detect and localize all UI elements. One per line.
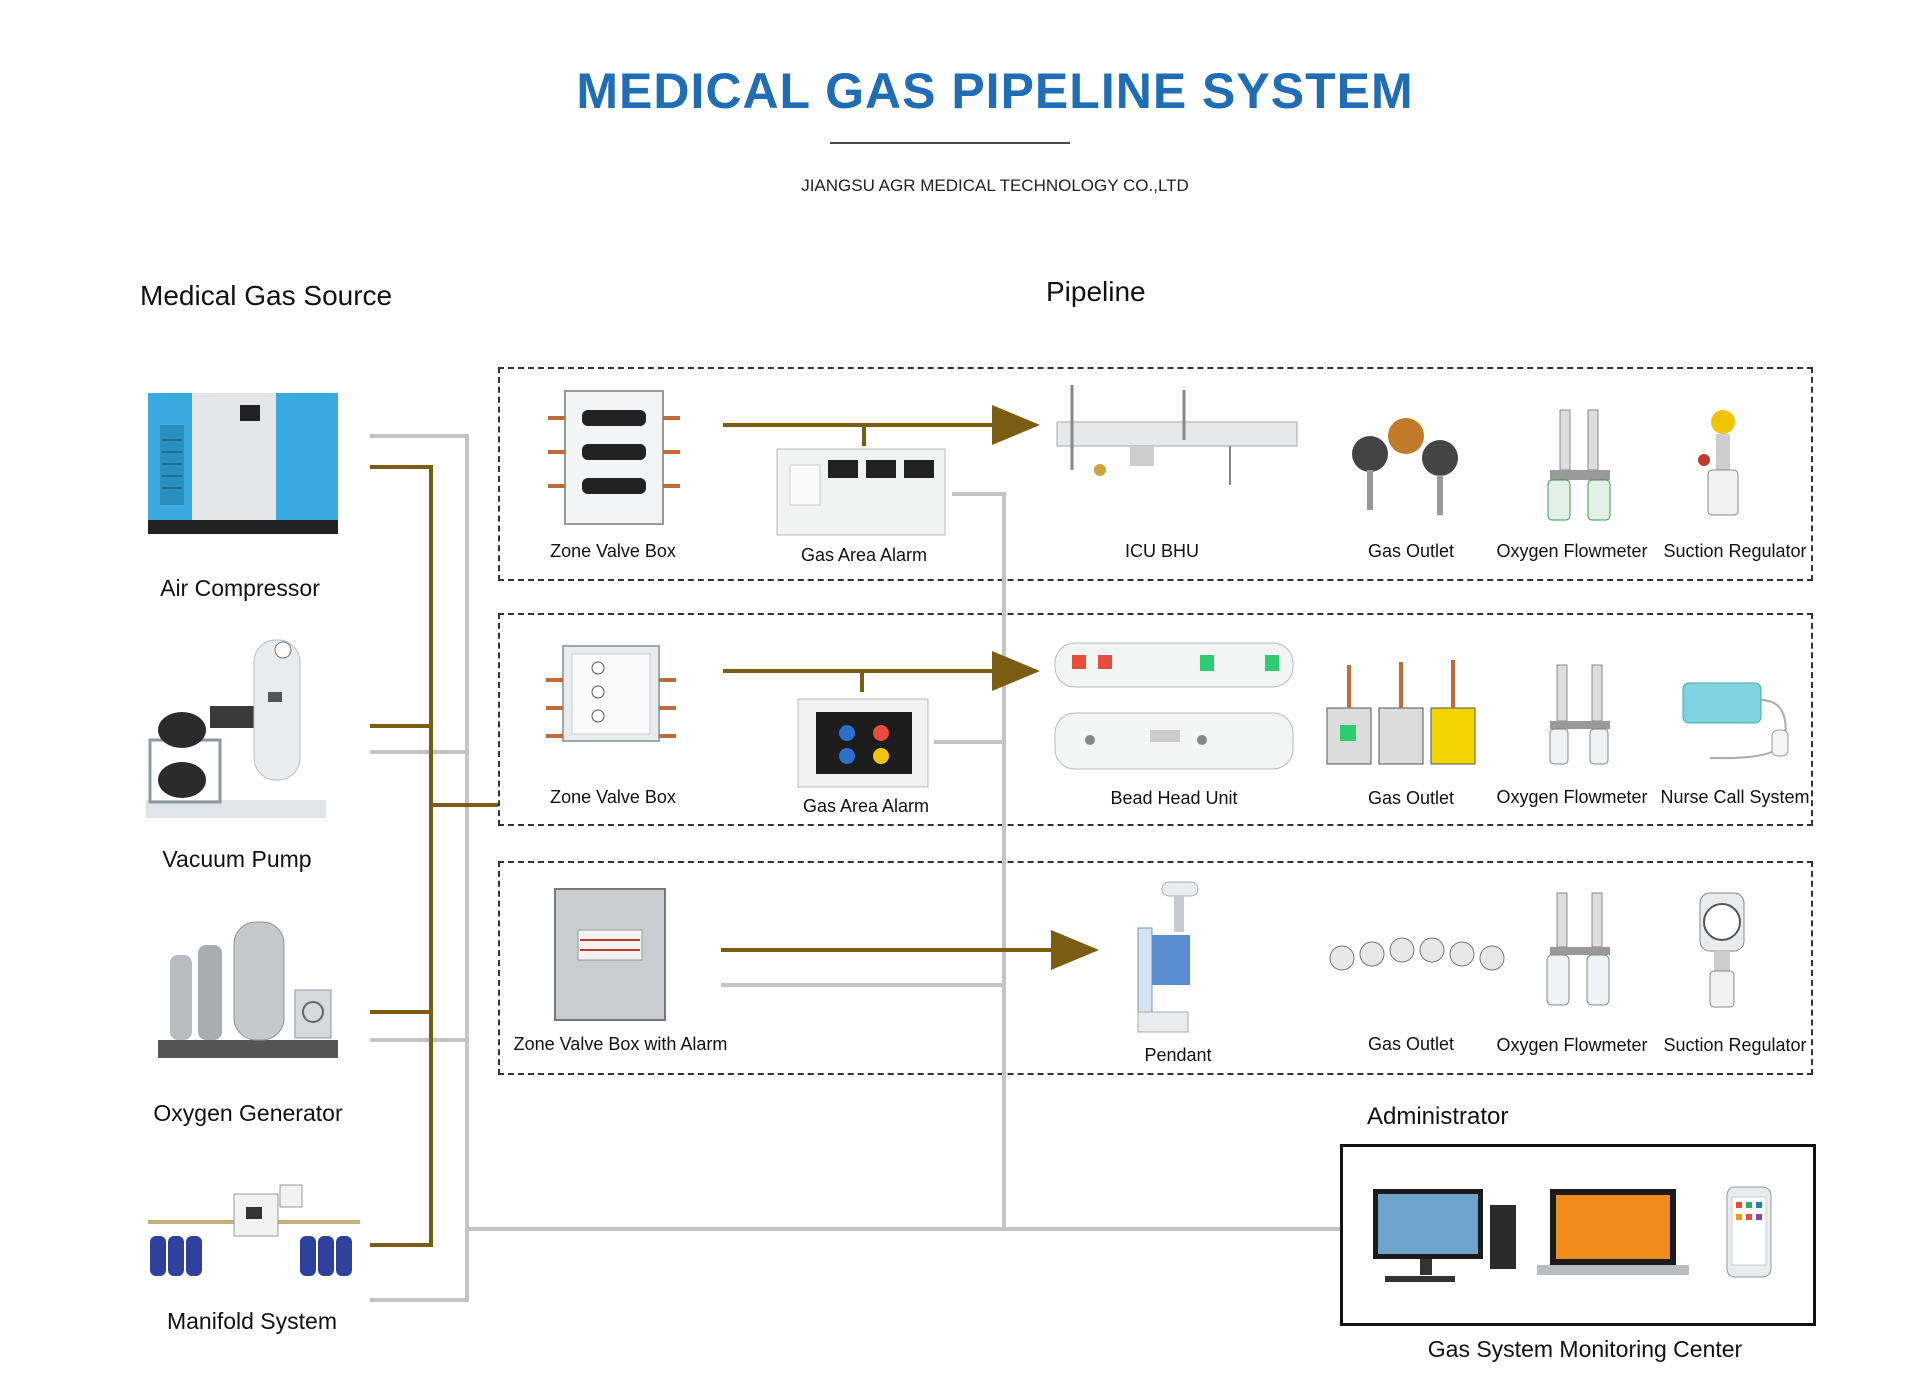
suction-regulator-icon — [1699, 892, 1745, 1008]
monitoring-center-label: Gas System Monitoring Center — [1427, 1336, 1743, 1362]
zone-3-box — [498, 861, 1813, 1075]
source-label-oxygen-generator: Oxygen Generator — [153, 1100, 343, 1126]
icu-bhu-label: ICU BHU — [1124, 541, 1199, 561]
gas-outlet-label: Gas Outlet — [1367, 541, 1455, 561]
vacuum-pump-icon — [146, 639, 326, 818]
suction-regulator-icon — [1698, 410, 1739, 516]
zone-valve-box-label: Zone Valve Box — [550, 541, 676, 561]
bed-head-unit-label: Bead Head Unit — [1110, 788, 1238, 808]
pendant-label: Pendant — [1144, 1045, 1212, 1065]
source-heading: Medical Gas Source — [140, 280, 393, 311]
gas-outlet-label: Gas Outlet — [1367, 1034, 1455, 1054]
gas-area-alarm-icon — [776, 448, 946, 536]
gas-area-alarm-label: Gas Area Alarm — [802, 796, 930, 816]
gas-area-alarm-label: Gas Area Alarm — [800, 545, 928, 565]
zone-valve-box-with-alarm-label: Zone Valve Box with Alarm — [513, 1034, 728, 1054]
company-name: JIANGSU AGR MEDICAL TECHNOLOGY CO.,LTD — [801, 176, 1189, 195]
oxygen-flowmeter-label: Oxygen Flowmeter — [1496, 1035, 1648, 1055]
source-label-vacuum-pump: Vacuum Pump — [162, 846, 312, 872]
gas-outlet-icon — [1352, 418, 1458, 515]
zone-valve-box-label: Zone Valve Box — [550, 787, 676, 807]
source-label-manifold-system: Manifold System — [166, 1308, 337, 1334]
bed-head-unit-icon — [1054, 642, 1294, 770]
monitoring-center-box — [1340, 1144, 1816, 1326]
desktop-computer-icon — [1373, 1189, 1516, 1282]
manifold-system-icon — [148, 1184, 360, 1276]
source-label-air-compressor: Air Compressor — [160, 575, 320, 601]
zone-valve-box-icon — [546, 645, 676, 742]
oxygen-flowmeter-label: Oxygen Flowmeter — [1496, 787, 1648, 807]
pipeline-heading: Pipeline — [1046, 276, 1146, 307]
title-divider — [830, 142, 1070, 144]
gas-outlet-label: Gas Outlet — [1367, 788, 1455, 808]
gas-outlet-icon — [1329, 937, 1505, 971]
zone-2-box — [498, 613, 1813, 826]
pendant-icon — [1137, 881, 1199, 1033]
zone-valve-box-icon — [548, 390, 680, 525]
oxygen-flowmeter-label: Oxygen Flowmeter — [1496, 541, 1648, 561]
vacuum-lines — [370, 434, 1340, 1302]
page-title: MEDICAL GAS PIPELINE SYSTEM — [576, 63, 1414, 119]
smartphone-icon — [1726, 1186, 1772, 1278]
suction-regulator-label: Suction Regulator — [1663, 1035, 1807, 1055]
nurse-call-system-label: Nurse Call System — [1660, 787, 1810, 807]
oxygen-generator-icon — [158, 921, 338, 1058]
gas-area-alarm-icon — [797, 698, 929, 788]
gas-outlet-icon — [1326, 660, 1476, 765]
laptop-icon — [1537, 1189, 1689, 1275]
air-compressor-icon — [148, 393, 338, 534]
oxygen-flowmeter-icon — [1546, 892, 1610, 1006]
oxygen-flowmeter-icon — [1549, 664, 1610, 765]
zone-1-box — [498, 367, 1813, 581]
zone-valve-box-with-alarm-icon — [554, 888, 666, 1021]
gas-lines — [370, 405, 1099, 1247]
oxygen-flowmeter-icon — [1547, 409, 1611, 521]
nurse-call-icon — [1682, 682, 1789, 760]
suction-regulator-label: Suction Regulator — [1663, 541, 1807, 561]
icu-bhu-icon — [1056, 385, 1298, 485]
administrator-heading: Administrator — [1367, 1103, 1509, 1130]
